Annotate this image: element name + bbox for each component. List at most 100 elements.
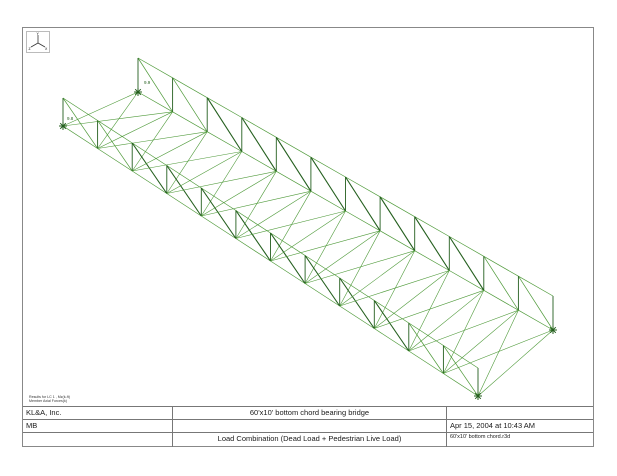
project-title: 60'x10' bottom chord bearing bridge [173, 407, 447, 420]
near-truss-diagonal [339, 277, 375, 329]
near-bottom-chord-member [270, 260, 306, 284]
near-truss-diagonal [166, 165, 202, 217]
file-name: 60'x10' bottom chord.r3d [450, 434, 511, 440]
floor-bracing-member [270, 230, 381, 262]
floor-beam [62, 91, 139, 127]
near-bottom-chord-member [304, 283, 340, 307]
floor-bracing-member [235, 210, 346, 239]
floor-bracing-member [304, 210, 346, 284]
floor-beam [166, 151, 242, 194]
title-block-blank [447, 407, 593, 420]
far-bottom-chord-member [449, 270, 484, 291]
load-combination: Load Combination (Dead Load + Pedestrian… [173, 433, 447, 447]
near-truss-diagonal [270, 232, 306, 284]
near-truss-diagonal [200, 187, 237, 239]
svg-text:Y: Y [37, 32, 40, 36]
far-truss-diagonal [345, 176, 381, 232]
floor-bracing-member [201, 190, 311, 217]
floor-beam [132, 131, 208, 172]
near-truss-diagonal [62, 97, 98, 149]
far-bottom-chord-member [207, 131, 242, 152]
support-icon [134, 88, 142, 96]
floor-bracing-member [408, 270, 450, 352]
drawing-sheet: 9.9 9.8 Y Z X Results for LC 1 , Mz(k-ft)… [22, 27, 594, 447]
far-top-chord-member [172, 77, 208, 99]
near-truss-diagonal [235, 210, 271, 262]
reaction-label: 9.9 [144, 80, 151, 85]
near-top-chord-member [201, 187, 237, 211]
near-top-chord-member [443, 345, 479, 369]
svg-text:Z: Z [29, 47, 32, 51]
far-bottom-chord-member [345, 210, 381, 232]
global-axes-icon: Y Z X [26, 31, 50, 53]
floor-bracing-member [166, 131, 208, 194]
floor-bracing-member [132, 151, 242, 172]
floor-bracing-member [270, 191, 312, 262]
near-top-chord-member [62, 97, 98, 121]
floor-beam [408, 290, 484, 352]
far-truss-diagonal [483, 256, 519, 311]
floor-beam [477, 329, 554, 397]
floor-beam [304, 230, 381, 284]
company-name: KL&A, Inc. [23, 407, 173, 420]
far-top-chord-member [345, 176, 381, 198]
floor-beam [235, 190, 312, 239]
near-top-chord-member [408, 322, 444, 346]
support-icon [474, 392, 482, 400]
results-note-2: Member Axial Forces(k) [29, 399, 67, 404]
support-icon [549, 326, 557, 334]
floor-bracing-member [339, 270, 450, 307]
floor-beam [339, 250, 415, 307]
far-truss-diagonal [137, 57, 173, 112]
far-top-chord-member [414, 216, 450, 237]
floor-beam [97, 111, 173, 149]
floor-beam [201, 171, 277, 217]
floor-bracing-member [443, 290, 485, 374]
near-truss-diagonal [131, 142, 168, 194]
title-block: KL&A, Inc. 60'x10' bottom chord bearing … [23, 406, 593, 447]
title-block-blank-3 [23, 433, 173, 447]
floor-beam [374, 270, 450, 329]
far-truss-diagonal [414, 216, 450, 271]
near-bottom-chord-member [374, 328, 409, 352]
far-top-chord-member [207, 97, 242, 118]
near-top-chord-member [374, 300, 409, 324]
near-bottom-chord-member [132, 170, 167, 194]
floor-bracing-member [97, 91, 139, 149]
far-truss-diagonal [518, 276, 554, 331]
floor-bracing-member [131, 111, 173, 172]
far-bottom-chord-member [483, 289, 519, 311]
far-truss-diagonal [241, 117, 277, 172]
far-top-chord-member [518, 275, 554, 297]
far-bottom-chord-member [379, 230, 415, 252]
floor-bracing-member [166, 171, 277, 194]
far-bottom-chord-member [414, 250, 450, 271]
svg-text:X: X [45, 47, 48, 51]
far-top-chord-member [310, 156, 346, 178]
near-top-chord-member [304, 255, 340, 279]
far-truss-diagonal [172, 77, 208, 132]
far-top-chord-member [379, 196, 415, 218]
near-truss-diagonal [373, 300, 410, 352]
floor-bracing-member [374, 290, 484, 329]
reaction-label: 9.8 [67, 116, 74, 121]
far-bottom-chord-member [518, 309, 554, 331]
support-icon [59, 122, 67, 130]
near-truss-diagonal [304, 255, 341, 307]
near-top-chord-member [166, 165, 202, 189]
near-bottom-chord-member [235, 238, 271, 262]
near-top-chord-member [270, 232, 306, 256]
far-bottom-chord-member [241, 151, 277, 172]
far-bottom-chord-member [310, 190, 346, 212]
floor-bracing-member [235, 171, 277, 239]
model-viewport[interactable]: 9.9 9.8 Y Z X Results for LC 1 , Mz(k-ft)… [23, 28, 593, 406]
far-top-chord-member [449, 236, 484, 257]
far-truss-diagonal [275, 137, 312, 192]
floor-bracing-member [305, 250, 415, 284]
near-bottom-chord-member [201, 215, 237, 239]
near-top-chord-member [235, 210, 271, 234]
far-bottom-chord-member [137, 91, 173, 113]
far-top-chord-member [483, 255, 519, 277]
title-block-blank-2 [173, 420, 447, 433]
results-legend: Results for LC 1 , Mz(k-ft) Member Axial… [29, 395, 70, 404]
